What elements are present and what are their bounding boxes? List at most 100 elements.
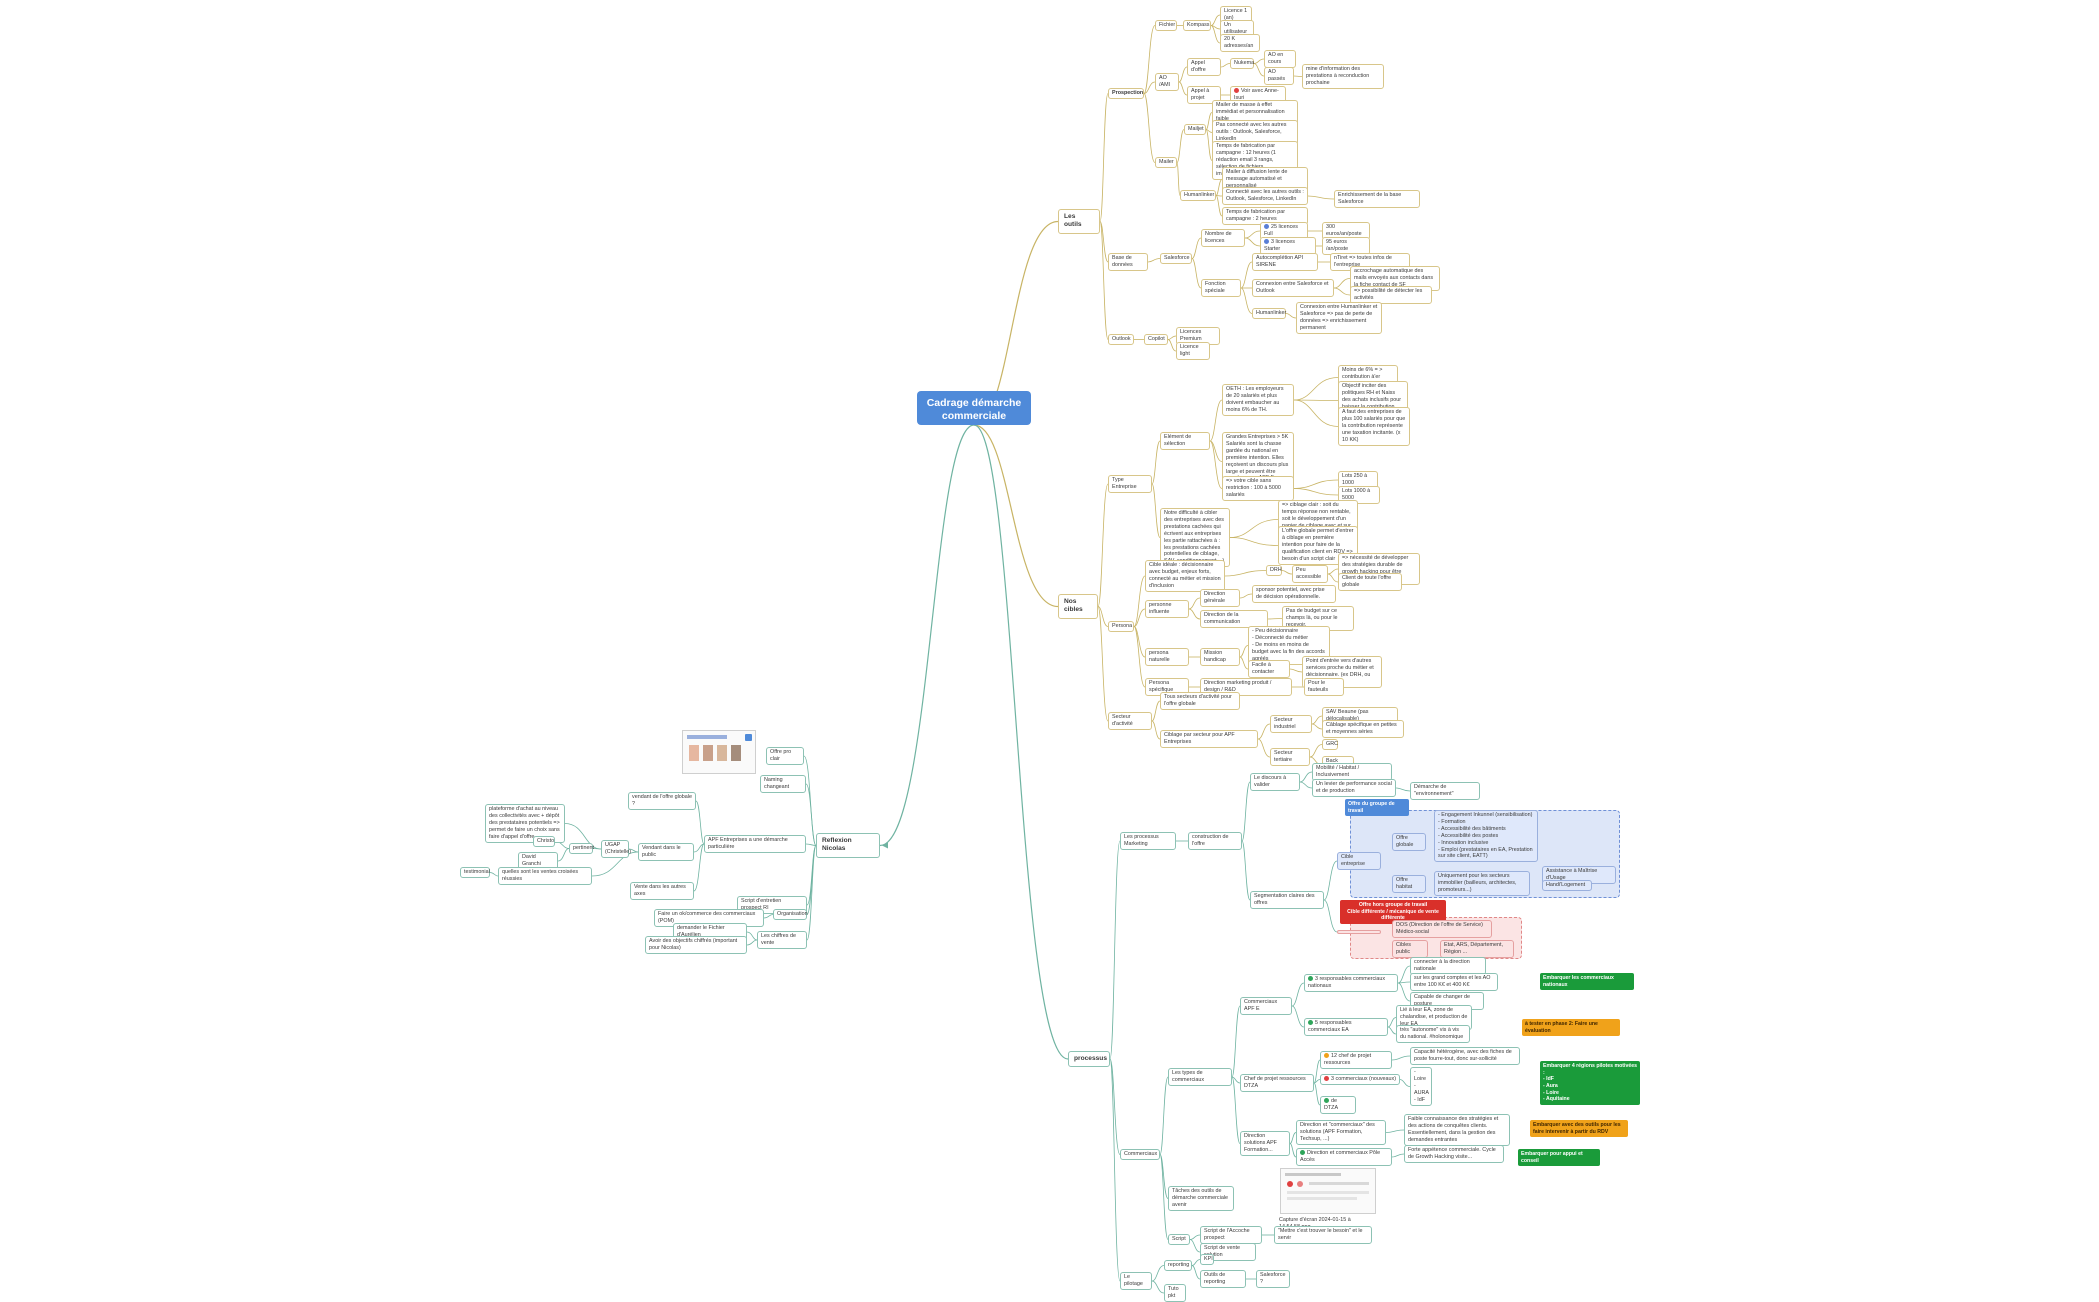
node-pilotage[interactable]: Le pilotage bbox=[1120, 1272, 1152, 1290]
node-outils-reporting[interactable]: Outils de reporting bbox=[1200, 1270, 1246, 1288]
node-ao-passes-note[interactable]: mine d'information des prestations à rec… bbox=[1302, 64, 1384, 89]
node-kpi[interactable]: KPI bbox=[1200, 1254, 1214, 1265]
node-apf-entreprises[interactable]: APF Entreprises a une démarche particuli… bbox=[704, 835, 806, 853]
node-ds-1-note[interactable]: Faible connaissance des stratégies et de… bbox=[1404, 1114, 1510, 1146]
node-cp-commerciaux[interactable]: 3 commerciaux (nouveaux) bbox=[1320, 1074, 1400, 1085]
tag-regions-pilotes[interactable]: Embarquer 4 régions pilotes motivées : -… bbox=[1540, 1061, 1640, 1105]
node-tuto[interactable]: Tuto pkt bbox=[1164, 1284, 1186, 1302]
root-topic[interactable]: Cadrage démarche commerciale bbox=[917, 391, 1031, 425]
node-ugap[interactable]: UGAP (Christelle) bbox=[601, 840, 631, 858]
node-personne-influente[interactable]: personne influente bbox=[1145, 600, 1189, 618]
node-secteur-tertiaire[interactable]: Secteur tertiaire bbox=[1270, 748, 1310, 766]
node-mh-1[interactable]: - Peu décisionnaire - Déconnecté du méti… bbox=[1248, 626, 1330, 665]
node-hors-entreprises[interactable] bbox=[1337, 930, 1381, 934]
node-cp-ressources[interactable]: 12 chef de projet ressources bbox=[1320, 1051, 1392, 1069]
node-commerciaux[interactable]: Commerciaux bbox=[1120, 1149, 1160, 1160]
node-humanlinker[interactable]: Humanlinker bbox=[1180, 190, 1216, 201]
node-lic-starter[interactable]: 3 licences Starter bbox=[1260, 237, 1316, 255]
node-script[interactable]: Script bbox=[1168, 1234, 1190, 1245]
node-script-accroche[interactable]: Script de l'Accoche prospect bbox=[1200, 1226, 1262, 1244]
node-dg-note[interactable]: sponsor potentiel, avec prise de décisio… bbox=[1252, 585, 1336, 603]
node-le-discours-2[interactable]: Un levier de performance social et de pr… bbox=[1312, 779, 1396, 797]
node-difficulte[interactable]: Notre difficulté à cibler des entreprise… bbox=[1160, 508, 1230, 568]
node-persona[interactable]: Persona bbox=[1108, 621, 1134, 632]
node-ea-2[interactable]: très "autonome" vis à vis du national. #… bbox=[1396, 1025, 1470, 1043]
node-segmentation[interactable]: Segmentation claires des offres bbox=[1250, 891, 1324, 909]
node-base-donnees[interactable]: Base de données bbox=[1108, 253, 1148, 271]
node-rn-2[interactable]: sur les grand comptes et les AO entre 10… bbox=[1410, 973, 1498, 991]
node-lic-full-note[interactable]: 300 euros/an/poste bbox=[1322, 222, 1370, 240]
node-kompass[interactable]: Kompass bbox=[1183, 20, 1211, 31]
branch-reflexion-nicolas[interactable]: Reflexion Nicolas bbox=[816, 833, 880, 858]
node-offre-pro[interactable]: Offre pro clair bbox=[766, 747, 804, 765]
node-ciblage-secteur[interactable]: Ciblage par secteur pour APF Entreprises bbox=[1160, 730, 1258, 748]
node-nb-licences[interactable]: Nombre de licences bbox=[1201, 229, 1245, 247]
capture-thumbnail-image[interactable] bbox=[1280, 1168, 1376, 1214]
node-direction-solutions[interactable]: Direction solutions APF Formation... bbox=[1240, 1131, 1290, 1156]
node-cp-note[interactable]: Capacité hétérogène, avec des fiches de … bbox=[1410, 1047, 1520, 1065]
node-fonction-speciale[interactable]: Fonction spéciale bbox=[1201, 279, 1241, 297]
node-script-accroche-note[interactable]: "Mettre c'est trouver le besoin" et le s… bbox=[1274, 1226, 1372, 1244]
node-salesforce-question[interactable]: Salesforce ? bbox=[1256, 1270, 1290, 1288]
node-cibles-public[interactable]: Cibles public bbox=[1392, 940, 1428, 958]
tag-embarquer-nationaux[interactable]: Embarquer les commerciaux nationaux bbox=[1540, 973, 1634, 991]
node-handilogement[interactable]: Handi'Logement bbox=[1542, 880, 1592, 891]
node-lots-2[interactable]: Lots 1000 à 5000 bbox=[1338, 486, 1380, 504]
offre-thumbnail-image[interactable] bbox=[682, 730, 756, 774]
node-mailer[interactable]: Mailer bbox=[1155, 157, 1177, 168]
node-oeth-3[interactable]: A faut des entreprises de plus 100 salar… bbox=[1338, 407, 1410, 446]
node-vendant-offre[interactable]: vendant de l'offre globale ? bbox=[628, 792, 696, 810]
node-ds-1[interactable]: Direction et "commerciaux" des solutions… bbox=[1296, 1120, 1386, 1145]
node-offre-globale-list[interactable]: - Engagement Inkunnel (sensibilisation) … bbox=[1434, 810, 1538, 863]
node-pour-fauteuils[interactable]: Pour le fauteuils bbox=[1304, 678, 1344, 696]
node-ao-passes[interactable]: AO passés bbox=[1264, 67, 1294, 85]
node-cp-dt[interactable]: de DTZA bbox=[1320, 1096, 1356, 1114]
node-mailjet[interactable]: Mailjet bbox=[1184, 124, 1206, 135]
node-christo[interactable]: Christo bbox=[533, 836, 555, 847]
node-chiffres-vente[interactable]: Les chiffres de vente bbox=[757, 931, 807, 949]
node-le-discours-2b[interactable]: Démarche de "environnement" bbox=[1410, 782, 1480, 800]
node-cible-ideale[interactable]: Cible idéale : décisionnaire avec budget… bbox=[1145, 560, 1225, 592]
node-oeth[interactable]: OETH : Les employeurs de 20 salariés et … bbox=[1222, 384, 1294, 416]
node-secteur-activite[interactable]: Secteur d'activité bbox=[1108, 712, 1152, 730]
node-reporting[interactable]: reporting bbox=[1164, 1260, 1192, 1271]
tag-appui-conseil[interactable]: Embarquer pour appui et conseil bbox=[1518, 1149, 1600, 1167]
node-connexion-2[interactable]: => possibilité de détecter les activités bbox=[1350, 286, 1432, 304]
node-resp-ea[interactable]: 5 responsables commerciaux EA bbox=[1304, 1018, 1388, 1036]
node-offre-habitat[interactable]: Offre habitat bbox=[1392, 875, 1426, 893]
tag-offre-hors-groupe[interactable]: Offre hors groupe de travail Cible diffé… bbox=[1340, 900, 1446, 924]
node-drh[interactable]: DRH bbox=[1266, 565, 1282, 576]
node-salesforce[interactable]: Salesforce bbox=[1160, 253, 1192, 264]
node-direction-generale[interactable]: Direction générale bbox=[1200, 589, 1240, 607]
node-ds-2-note[interactable]: Forte appétence commerciale. Cycle de Gr… bbox=[1404, 1145, 1504, 1163]
node-avoir-objectifs[interactable]: Avoir des objectifs chiffrés (important … bbox=[645, 936, 747, 954]
node-element-selection[interactable]: Elément de sélection bbox=[1160, 432, 1210, 450]
node-processus-marketing[interactable]: Les processus Marketing bbox=[1120, 832, 1176, 850]
branch-nos-cibles[interactable]: Nos cibles bbox=[1058, 594, 1098, 619]
node-cp-list[interactable]: - Loire - AURA - IdF bbox=[1410, 1067, 1432, 1106]
node-ao-en-cours[interactable]: AO en cours bbox=[1264, 50, 1296, 68]
node-pertinent[interactable]: pertinent bbox=[569, 843, 594, 854]
node-direction-marketing[interactable]: Direction marketing produit / design / R… bbox=[1200, 678, 1292, 696]
node-secteur-industriel[interactable]: Secteur industriel bbox=[1270, 715, 1312, 733]
node-votre-cible[interactable]: => votre cible sans restriction : 100 à … bbox=[1222, 476, 1294, 501]
node-assistance[interactable]: Assistance à Maîtrise d'Usage bbox=[1542, 866, 1616, 884]
node-ds-2[interactable]: Direction et commerciaux Pôle Accès bbox=[1296, 1148, 1392, 1166]
tag-embarquer-outils[interactable]: Embarquer avec des outils pour les faire… bbox=[1530, 1120, 1628, 1138]
node-lic-light[interactable]: Licence light bbox=[1176, 342, 1210, 360]
node-connexion-hl-note[interactable]: Connexion entre Humanlinker et Salesforc… bbox=[1296, 302, 1382, 334]
node-fichier[interactable]: Fichier bbox=[1155, 20, 1177, 31]
node-chef-projet-dtza[interactable]: Chef de projet ressources DTZA bbox=[1240, 1074, 1314, 1092]
node-type-entreprise[interactable]: Type Entreprise bbox=[1108, 475, 1152, 493]
node-etat[interactable]: Etat, ARS, Département, Région ... bbox=[1440, 940, 1514, 958]
node-cible-entreprise[interactable]: Cible entreprise bbox=[1337, 852, 1381, 870]
node-autocompletion[interactable]: Autocomplétion API SIRENE bbox=[1252, 253, 1318, 271]
node-hl-2[interactable]: Connecté avec les autres outils : Outloo… bbox=[1222, 187, 1308, 205]
node-dos[interactable]: DOS (Direction de l'offre de Service) Mé… bbox=[1392, 920, 1492, 938]
node-vendant-public[interactable]: Vendant dans le public bbox=[638, 843, 694, 861]
node-naming[interactable]: Naming changeant bbox=[760, 775, 806, 793]
node-20k[interactable]: 20 K adresses/an bbox=[1220, 34, 1260, 52]
node-copilot[interactable]: Copilot bbox=[1144, 334, 1168, 345]
node-outlook[interactable]: Outlook bbox=[1108, 334, 1134, 345]
node-testimonial[interactable]: testimonial bbox=[460, 867, 490, 878]
